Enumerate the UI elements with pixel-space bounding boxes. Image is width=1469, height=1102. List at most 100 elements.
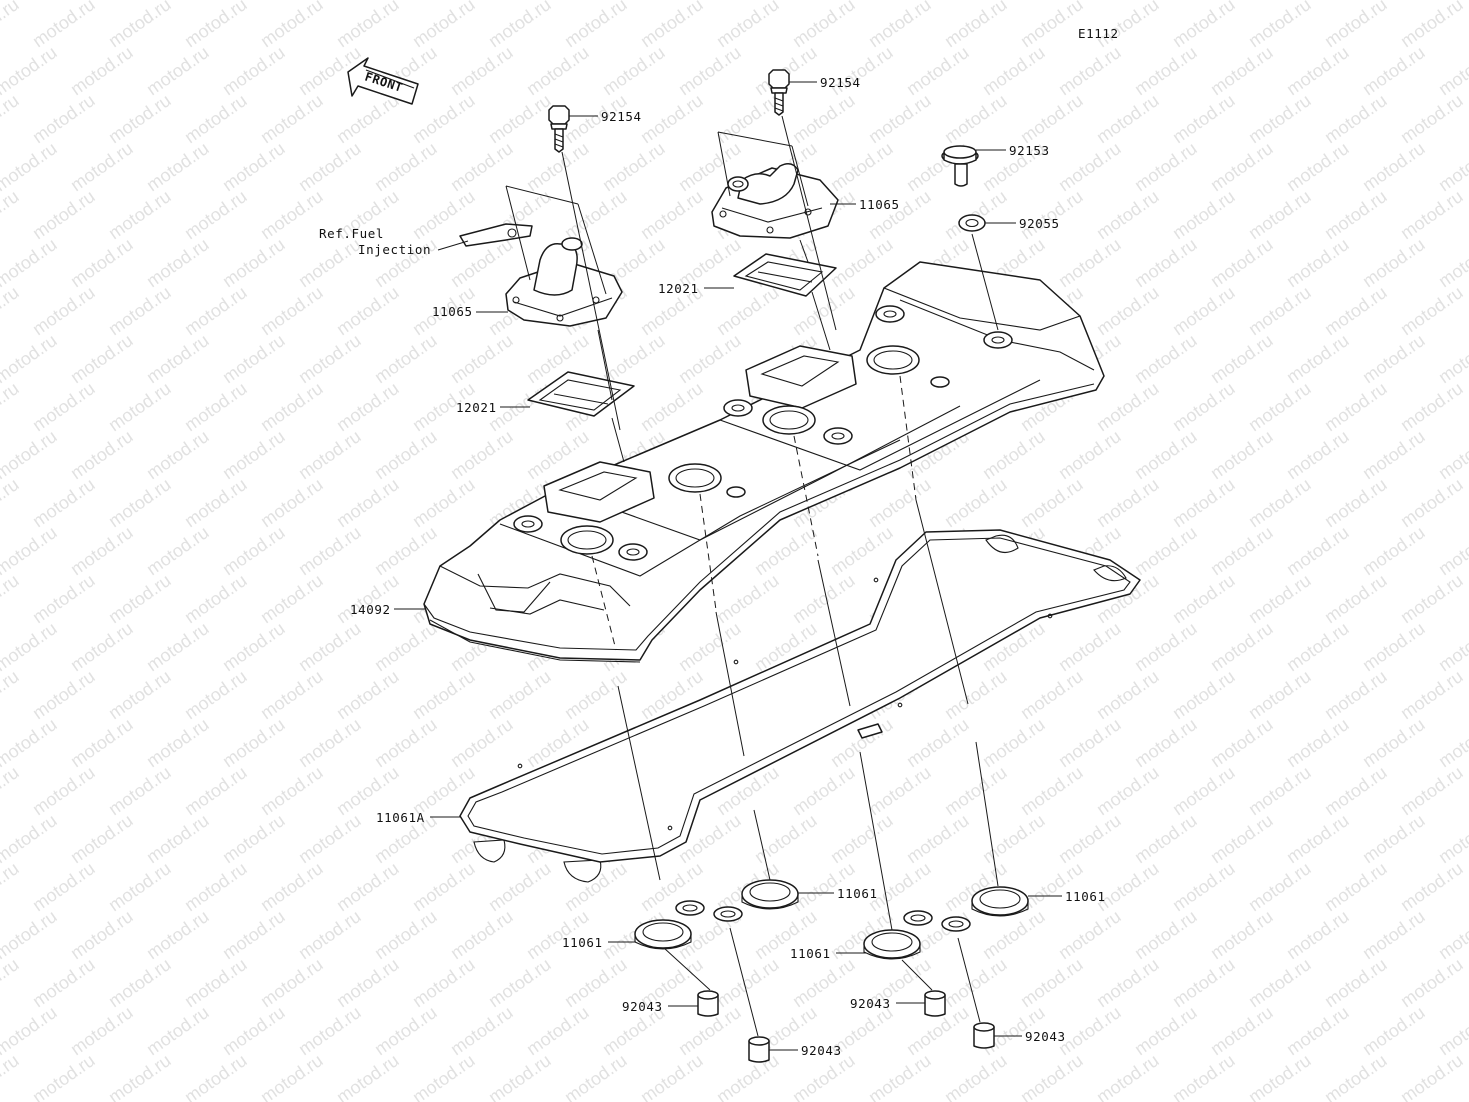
label-cover-gasket: 11061A bbox=[376, 810, 425, 825]
watermark-text: motod.ru bbox=[827, 522, 897, 579]
watermark-text: motod.ru bbox=[1055, 426, 1125, 483]
watermark-text: motod.ru bbox=[1131, 42, 1201, 99]
watermark-text: motod.ru bbox=[637, 0, 707, 51]
label-washer: 92055 bbox=[1019, 216, 1060, 231]
watermark-text: motod.ru bbox=[561, 1050, 631, 1102]
watermark-text: motod.ru bbox=[1207, 1002, 1277, 1059]
assembly-lines bbox=[505, 115, 999, 1037]
watermark-text: motod.ru bbox=[637, 90, 707, 147]
watermark-text: motod.ru bbox=[181, 1050, 251, 1102]
watermark-text: motod.ru bbox=[1283, 906, 1353, 963]
watermark-text: motod.ru bbox=[0, 0, 22, 51]
watermark-text: motod.ru bbox=[181, 90, 251, 147]
watermark-text: motod.ru bbox=[219, 810, 289, 867]
watermark-text: motod.ru bbox=[257, 282, 327, 339]
watermark-text: motod.ru bbox=[1169, 1050, 1239, 1102]
watermark-text: motod.ru bbox=[1435, 522, 1469, 579]
watermark-text: motod.ru bbox=[1397, 954, 1467, 1011]
watermark-text: motod.ru bbox=[29, 186, 99, 243]
watermark-text: motod.ru bbox=[67, 810, 137, 867]
watermark-text: motod.ru bbox=[67, 906, 137, 963]
watermark-text: motod.ru bbox=[219, 42, 289, 99]
watermark-text: motod.ru bbox=[0, 666, 22, 723]
watermark-text: motod.ru bbox=[181, 666, 251, 723]
watermark-text: motod.ru bbox=[1359, 330, 1429, 387]
watermark-text: motod.ru bbox=[409, 954, 479, 1011]
watermark-text: motod.ru bbox=[333, 90, 403, 147]
watermark-text: motod.ru bbox=[219, 714, 289, 771]
watermark-text: motod.ru bbox=[105, 90, 175, 147]
watermark-text: motod.ru bbox=[1321, 378, 1391, 435]
watermark-text: motod.ru bbox=[1321, 762, 1391, 819]
watermark-text: motod.ru bbox=[295, 234, 365, 291]
watermark-text: motod.ru bbox=[181, 954, 251, 1011]
watermark-text: motod.ru bbox=[257, 954, 327, 1011]
watermark-text: motod.ru bbox=[1245, 954, 1315, 1011]
watermark-text: motod.ru bbox=[1169, 570, 1239, 627]
watermark-text: motod.ru bbox=[219, 522, 289, 579]
watermark-text: motod.ru bbox=[181, 570, 251, 627]
watermark-text: motod.ru bbox=[941, 474, 1011, 531]
watermark-text: motod.ru bbox=[1435, 906, 1469, 963]
watermark-text: motod.ru bbox=[333, 666, 403, 723]
label-bolt-right: 92154 bbox=[820, 75, 861, 90]
watermark-text: motod.ru bbox=[257, 858, 327, 915]
watermark-text: motod.ru bbox=[485, 858, 555, 915]
watermark-text: motod.ru bbox=[219, 426, 289, 483]
bolt-collar-icon bbox=[941, 145, 979, 187]
dowel-pin-3-icon bbox=[924, 990, 946, 1017]
watermark-text: motod.ru bbox=[143, 1002, 213, 1059]
washer-icon bbox=[958, 214, 986, 232]
watermark-text: motod.ru bbox=[1283, 42, 1353, 99]
watermark-text: motod.ru bbox=[257, 90, 327, 147]
watermark-text: motod.ru bbox=[105, 378, 175, 435]
watermark-text: motod.ru bbox=[1131, 234, 1201, 291]
plug-gasket-3-icon bbox=[863, 929, 921, 960]
watermark-text: motod.ru bbox=[485, 0, 555, 51]
watermark-text: motod.ru bbox=[1283, 1002, 1353, 1059]
watermark-text: motod.ru bbox=[713, 0, 783, 51]
watermark-text: motod.ru bbox=[1017, 762, 1087, 819]
watermark-text: motod.ru bbox=[1359, 618, 1429, 675]
watermark-text: motod.ru bbox=[941, 954, 1011, 1011]
watermark-text: motod.ru bbox=[1055, 714, 1125, 771]
watermark-text: motod.ru bbox=[1245, 570, 1315, 627]
watermark-text: motod.ru bbox=[1093, 90, 1163, 147]
watermark-text: motod.ru bbox=[1359, 906, 1429, 963]
watermark-text: motod.ru bbox=[1435, 426, 1469, 483]
watermark-text: motod.ru bbox=[29, 1050, 99, 1102]
watermark-text: motod.ru bbox=[675, 618, 745, 675]
seal-ring-icons bbox=[675, 900, 971, 932]
watermark-text: motod.ru bbox=[751, 810, 821, 867]
watermark-text: motod.ru bbox=[0, 378, 22, 435]
watermark-text: motod.ru bbox=[637, 1050, 707, 1102]
dowel-pin-1-icon bbox=[697, 990, 719, 1017]
watermark-text: motod.ru bbox=[1245, 474, 1315, 531]
watermark-text: motod.ru bbox=[865, 90, 935, 147]
watermark-text: motod.ru bbox=[1207, 810, 1277, 867]
label-breather-cover-right: 11065 bbox=[859, 197, 900, 212]
watermark-text: motod.ru bbox=[219, 138, 289, 195]
watermark-text: motod.ru bbox=[105, 186, 175, 243]
watermark-text: motod.ru bbox=[1093, 186, 1163, 243]
watermark-text: motod.ru bbox=[1017, 474, 1087, 531]
watermark-text: motod.ru bbox=[181, 282, 251, 339]
diagram-code: E1112 bbox=[1078, 26, 1119, 41]
watermark-text: motod.ru bbox=[1321, 570, 1391, 627]
watermark-text: motod.ru bbox=[1169, 666, 1239, 723]
label-dowel-pin-1: 92043 bbox=[622, 999, 663, 1014]
watermark-text: motod.ru bbox=[1207, 234, 1277, 291]
watermark-text: motod.ru bbox=[827, 810, 897, 867]
watermark-text: motod.ru bbox=[257, 762, 327, 819]
watermark-text: motod.ru bbox=[599, 42, 669, 99]
watermark-text: motod.ru bbox=[1169, 954, 1239, 1011]
watermark-text: motod.ru bbox=[1435, 42, 1469, 99]
watermark-text: motod.ru bbox=[0, 282, 22, 339]
watermark-text: motod.ru bbox=[1435, 330, 1469, 387]
watermark-text: motod.ru bbox=[1245, 378, 1315, 435]
watermark-text: motod.ru bbox=[1321, 1050, 1391, 1102]
watermark-text: motod.ru bbox=[1093, 1050, 1163, 1102]
watermark-text: motod.ru bbox=[1017, 90, 1087, 147]
watermark-text: motod.ru bbox=[713, 282, 783, 339]
plug-gasket-4-icon bbox=[971, 886, 1029, 917]
